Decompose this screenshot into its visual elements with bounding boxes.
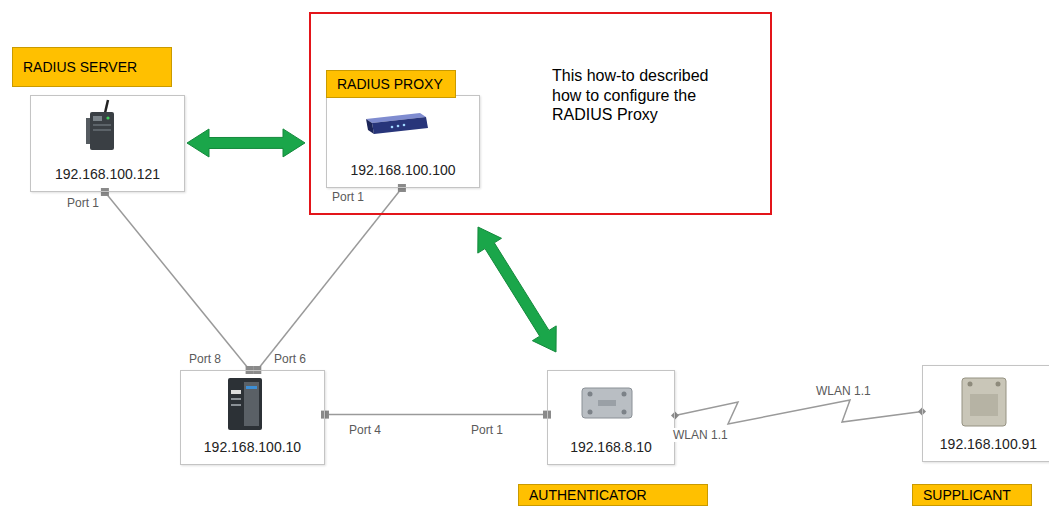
role-label: RADIUS SERVER (23, 59, 137, 75)
ip-address: 192.168.100.10 (181, 439, 324, 455)
client-icon (962, 378, 1006, 426)
link-label: WLAN 1.1 (815, 384, 872, 398)
port-label: Port 8 (188, 352, 222, 366)
role-label: SUPPLICANT (923, 487, 1011, 503)
ip-address: 192.168.100.91 (923, 436, 1049, 452)
network-cable (105, 192, 250, 370)
role-label: AUTHENTICATOR (529, 487, 647, 503)
ip-address: 192.168.8.10 (548, 439, 674, 455)
flow-arrow (478, 227, 556, 352)
note-text: This how-to described how to configure t… (552, 66, 737, 125)
access-point-icon (582, 388, 632, 418)
role-tag: SUPPLICANT (912, 484, 1032, 506)
switch-icon (228, 378, 262, 430)
port-diamond (671, 412, 679, 420)
callout-frame: This how-to described how to configure t… (309, 12, 772, 215)
ip-address: 192.168.100.100 (327, 162, 479, 178)
port-label: WLAN 1.1 (672, 428, 729, 442)
role-label: RADIUS PROXY (337, 76, 443, 92)
port-label: Port 1 (470, 423, 504, 437)
port-label: Port 4 (348, 423, 382, 437)
device-box: 192.168.100.100 (326, 95, 480, 188)
device-box: 192.168.100.91 (922, 365, 1049, 462)
role-tag: RADIUS PROXY (326, 70, 456, 98)
role-tag: AUTHENTICATOR (518, 484, 708, 506)
role-tag: RADIUS SERVER (12, 47, 172, 87)
flow-arrow (187, 129, 305, 157)
port-square (398, 184, 406, 192)
port-square (321, 411, 329, 419)
port-label: Port 1 (331, 190, 365, 204)
network-cable (325, 414, 547, 416)
device-box: 192.168.8.10 (547, 370, 675, 465)
proxy-icon (366, 113, 428, 134)
port-label: Port 1 (66, 196, 100, 210)
port-label: Port 6 (273, 352, 307, 366)
server-icon (86, 100, 114, 150)
network-cable (257, 188, 402, 370)
device-box: 192.168.100.10 (180, 370, 325, 465)
port-square (101, 188, 109, 196)
device-box: 192.168.100.121 (30, 95, 185, 192)
ip-address: 192.168.100.121 (31, 166, 184, 182)
wireless-link (675, 400, 922, 424)
